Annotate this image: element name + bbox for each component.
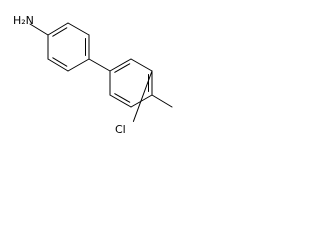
bonds-layer [29, 22, 173, 122]
bond-9 [109, 58, 132, 72]
bond-4 [67, 58, 90, 72]
bond-9-inner [114, 63, 131, 73]
bond-10 [130, 58, 153, 72]
bond-13-inner [114, 93, 131, 103]
bond-5 [47, 58, 69, 72]
bond-1-inner [52, 27, 68, 37]
bond-7 [29, 23, 49, 36]
structure-diagram: H₂N Cl [13, 14, 173, 136]
bond-16 [151, 94, 173, 108]
chloro-label: Cl [115, 123, 126, 136]
bond-1 [47, 22, 69, 36]
bond-2 [67, 22, 90, 36]
amine-label: H₂N [13, 14, 34, 27]
labels-layer: H₂N Cl [13, 14, 126, 136]
bond-13 [109, 94, 132, 108]
bond-8 [88, 58, 111, 72]
bond-5-inner [52, 57, 68, 67]
bond-15 [132, 70, 153, 122]
bond-12 [130, 94, 153, 108]
